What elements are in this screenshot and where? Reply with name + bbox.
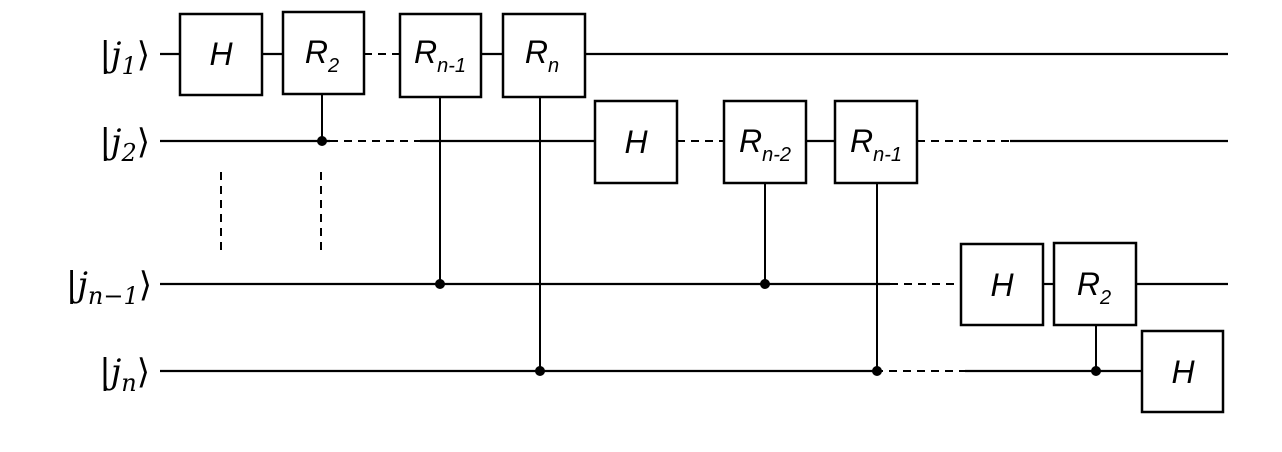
gate-box [501,12,587,99]
wires [160,52,1228,373]
gate-hadamard: H [178,12,264,97]
gate-hadamard: H [593,99,679,185]
control-dot [317,136,327,146]
gate-label: Rn-1 [414,34,466,77]
gate-box [178,12,264,97]
qubit-labels: |j1⟩ |j2⟩ |jn−1⟩ |jn⟩ [66,35,152,397]
control-dot [872,366,882,376]
ket-label-j2: |j2⟩ [99,122,150,167]
control-dot [535,366,545,376]
gate-label: H [990,267,1014,303]
gate-box [833,99,919,185]
gate-box [722,99,808,185]
gate-rotation: R2 [281,10,366,96]
ket-label-jn-1: |jn−1⟩ [66,265,152,310]
gate-box [1052,241,1138,327]
gate-box [1140,329,1225,414]
gate-label: H [209,36,233,72]
gate-rotation: Rn [501,12,587,99]
gate-rotation: Rn-1 [833,99,919,185]
gate-box [398,12,483,99]
ket-label-jn: |jn⟩ [99,352,150,397]
gate-box [959,242,1045,327]
gate-label: H [1171,354,1195,390]
gate-label: R2 [1077,266,1111,309]
gate-hadamard: H [959,242,1045,327]
gate-label: R2 [305,34,339,77]
gate-label: H [624,124,648,160]
control-dot [435,279,445,289]
control-dot [760,279,770,289]
gate-rotation: Rn-1 [398,12,483,99]
control-dot [1091,366,1101,376]
gate-label: Rn-1 [850,123,902,166]
gate-box [281,10,366,96]
gate-rotation: R2 [1052,241,1138,327]
ket-label-j1: |j1⟩ [99,35,150,80]
gate-box [593,99,679,185]
gate-label: Rn [525,34,559,77]
gate-label: Rn-2 [739,123,791,166]
gate-rotation: Rn-2 [722,99,808,185]
gates: H R2 Rn-1 Rn H Rn-2 Rn-1 [178,10,1225,414]
gate-hadamard: H [1140,329,1225,414]
control-dots [317,136,1101,376]
control-lines [321,94,1097,371]
